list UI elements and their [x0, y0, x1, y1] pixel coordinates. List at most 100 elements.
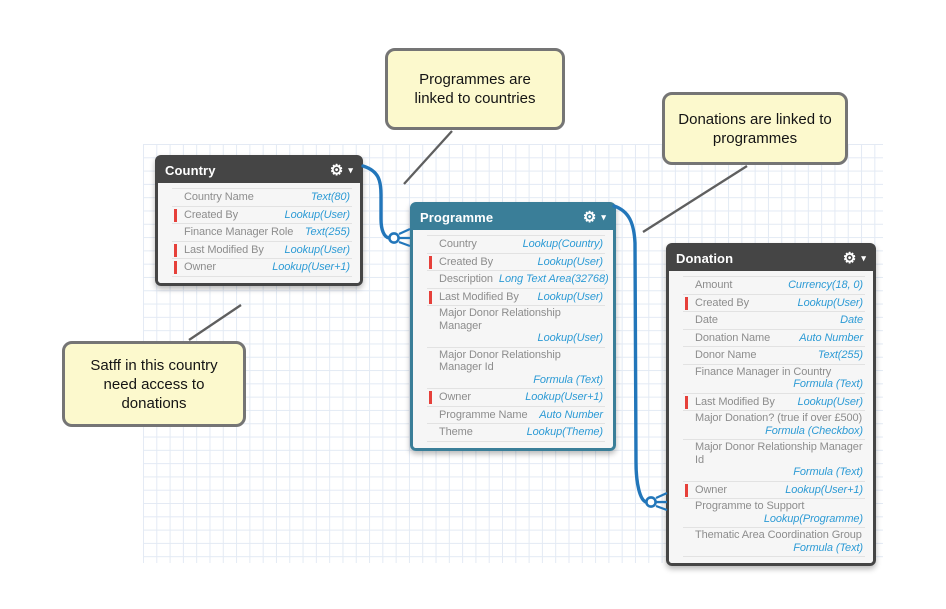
field-type: Lookup(Theme) — [526, 426, 603, 438]
field-row[interactable]: Date Date — [683, 312, 865, 330]
field-label: Finance Manager Role — [184, 226, 294, 238]
table-title: Country — [165, 163, 216, 178]
field-label: Amount — [695, 279, 733, 291]
field-label: Last Modified By — [439, 290, 519, 303]
field-row[interactable]: Programme Name Auto Number — [427, 407, 605, 424]
field-row[interactable]: Last Modified By Lookup(User) — [427, 289, 605, 306]
field-type: Lookup(User) — [537, 255, 604, 268]
field-row[interactable]: Created By Lookup(User) — [427, 254, 605, 271]
field-label: Major Donation? (true if over £500) — [695, 412, 863, 424]
table-title: Donation — [676, 251, 734, 266]
field-row[interactable]: Donor Name Text(255) — [683, 347, 865, 365]
note-text: Donations are linked to programmes — [678, 110, 832, 147]
caret-down-icon[interactable]: ▾ — [601, 212, 606, 222]
field-type: Lookup(User) — [537, 290, 604, 303]
field-label: Created By — [439, 255, 494, 268]
field-type: Formula (Text) — [533, 373, 603, 386]
field-list-donation: Amount Currency(18, 0) Created By Lookup(Us… — [669, 271, 873, 563]
field-label: Programme Name — [439, 408, 528, 421]
field-label: Theme — [439, 426, 473, 438]
field-label: Programme to Support — [695, 500, 805, 512]
field-type: Auto Number — [539, 408, 603, 421]
field-type: Lookup(User) — [797, 395, 864, 408]
field-type: Currency(18, 0) — [788, 279, 863, 291]
field-label: Created By — [184, 208, 239, 221]
note-staff-access[interactable]: Satff in this country need access to don… — [62, 341, 246, 427]
field-row[interactable]: Donation Name Auto Number — [683, 330, 865, 347]
table-header-programme[interactable]: Programme ⚙ ▾ — [413, 205, 613, 230]
field-row[interactable]: Country Name Text(80) — [172, 188, 352, 207]
gear-icon[interactable]: ⚙ — [329, 162, 344, 179]
field-row[interactable]: Owner Lookup(User+1) — [172, 259, 352, 277]
field-row[interactable]: Theme Lookup(Theme) — [427, 424, 605, 442]
field-label: Thematic Area Coordination Group — [695, 529, 862, 541]
field-type: Lookup(User) — [284, 243, 351, 256]
field-type: Lookup(Programme) — [763, 512, 863, 525]
note-donations-linked[interactable]: Donations are linked to programmes — [662, 92, 848, 165]
field-row[interactable]: Created By Lookup(User) — [172, 207, 352, 224]
entity-table-country: Country ⚙ ▾ Country Name Text(80) Created … — [155, 155, 363, 286]
note-text: Programmes are linked to countries — [414, 71, 536, 107]
field-label: Owner — [184, 261, 216, 273]
field-row[interactable]: Finance Manager Role Text(255) — [172, 224, 352, 242]
note-text: Satff in this country need access to don… — [90, 356, 218, 412]
field-type: Lookup(User+1) — [525, 391, 603, 403]
field-type: Auto Number — [799, 331, 863, 344]
field-row[interactable]: Owner Lookup(User+1) — [427, 389, 605, 407]
gear-icon[interactable]: ⚙ — [842, 250, 857, 267]
field-row[interactable]: Country Lookup(Country) — [427, 235, 605, 254]
field-type: Lookup(Country) — [522, 238, 604, 250]
field-type: Lookup(User+1) — [272, 261, 350, 273]
field-label: Date — [695, 314, 718, 326]
table-header-donation[interactable]: Donation ⚙ ▾ — [669, 246, 873, 271]
field-label: Country — [439, 238, 477, 250]
note-programmes-linked[interactable]: Programmes are linked to countries — [385, 48, 565, 130]
field-label: Created By — [695, 296, 750, 309]
field-type: Lookup(User+1) — [785, 483, 863, 496]
caret-down-icon[interactable]: ▾ — [348, 165, 353, 175]
field-row[interactable]: Last Modified By Lookup(User) — [172, 242, 352, 259]
field-label: Major Donor Relationship Manager — [439, 307, 561, 332]
field-row[interactable]: Amount Currency(18, 0) — [683, 276, 865, 295]
field-label: Country Name — [184, 191, 254, 203]
field-list-programme: Country Lookup(Country) Created By Lookup(U… — [413, 230, 613, 448]
table-header-country[interactable]: Country ⚙ ▾ — [158, 158, 360, 183]
entity-table-programme: Programme ⚙ ▾ Country Lookup(Country) Crea… — [410, 202, 616, 451]
gear-icon[interactable]: ⚙ — [582, 209, 597, 226]
field-type: Text(80) — [310, 191, 350, 203]
field-type: Formula (Checkbox) — [765, 424, 863, 437]
caret-down-icon[interactable]: ▾ — [861, 253, 866, 263]
field-type: Lookup(User) — [537, 332, 604, 344]
field-type: Formula (Text) — [793, 541, 863, 554]
field-list-country: Country Name Text(80) Created By Lookup(Use… — [158, 183, 360, 283]
field-type: Formula (Text) — [793, 466, 863, 478]
field-row[interactable]: Last Modified By Lookup(User) — [683, 394, 865, 411]
field-type: Formula (Text) — [793, 378, 863, 390]
field-label: Major Donor Relationship Manager Id — [439, 348, 561, 374]
field-label: Last Modified By — [184, 243, 264, 256]
field-label: Major Donor Relationship Manager Id — [695, 441, 863, 466]
field-label: Last Modified By — [695, 395, 775, 408]
field-row[interactable]: Created By Lookup(User) — [683, 295, 865, 312]
table-title: Programme — [420, 210, 494, 225]
field-label: Owner — [439, 391, 471, 403]
field-type: Date — [840, 314, 863, 326]
field-label: Donation Name — [695, 331, 771, 344]
field-label: Donor Name — [695, 349, 757, 361]
field-type: Lookup(User) — [797, 296, 864, 309]
field-type: Text(255) — [304, 226, 350, 238]
field-label: Description — [439, 273, 493, 285]
field-type: Text(255) — [817, 349, 863, 361]
field-row[interactable]: Major Donation? (true if over £500)Formu… — [683, 411, 865, 440]
field-label: Finance Manager in Country — [695, 365, 832, 378]
field-type: Lookup(User) — [284, 208, 351, 221]
